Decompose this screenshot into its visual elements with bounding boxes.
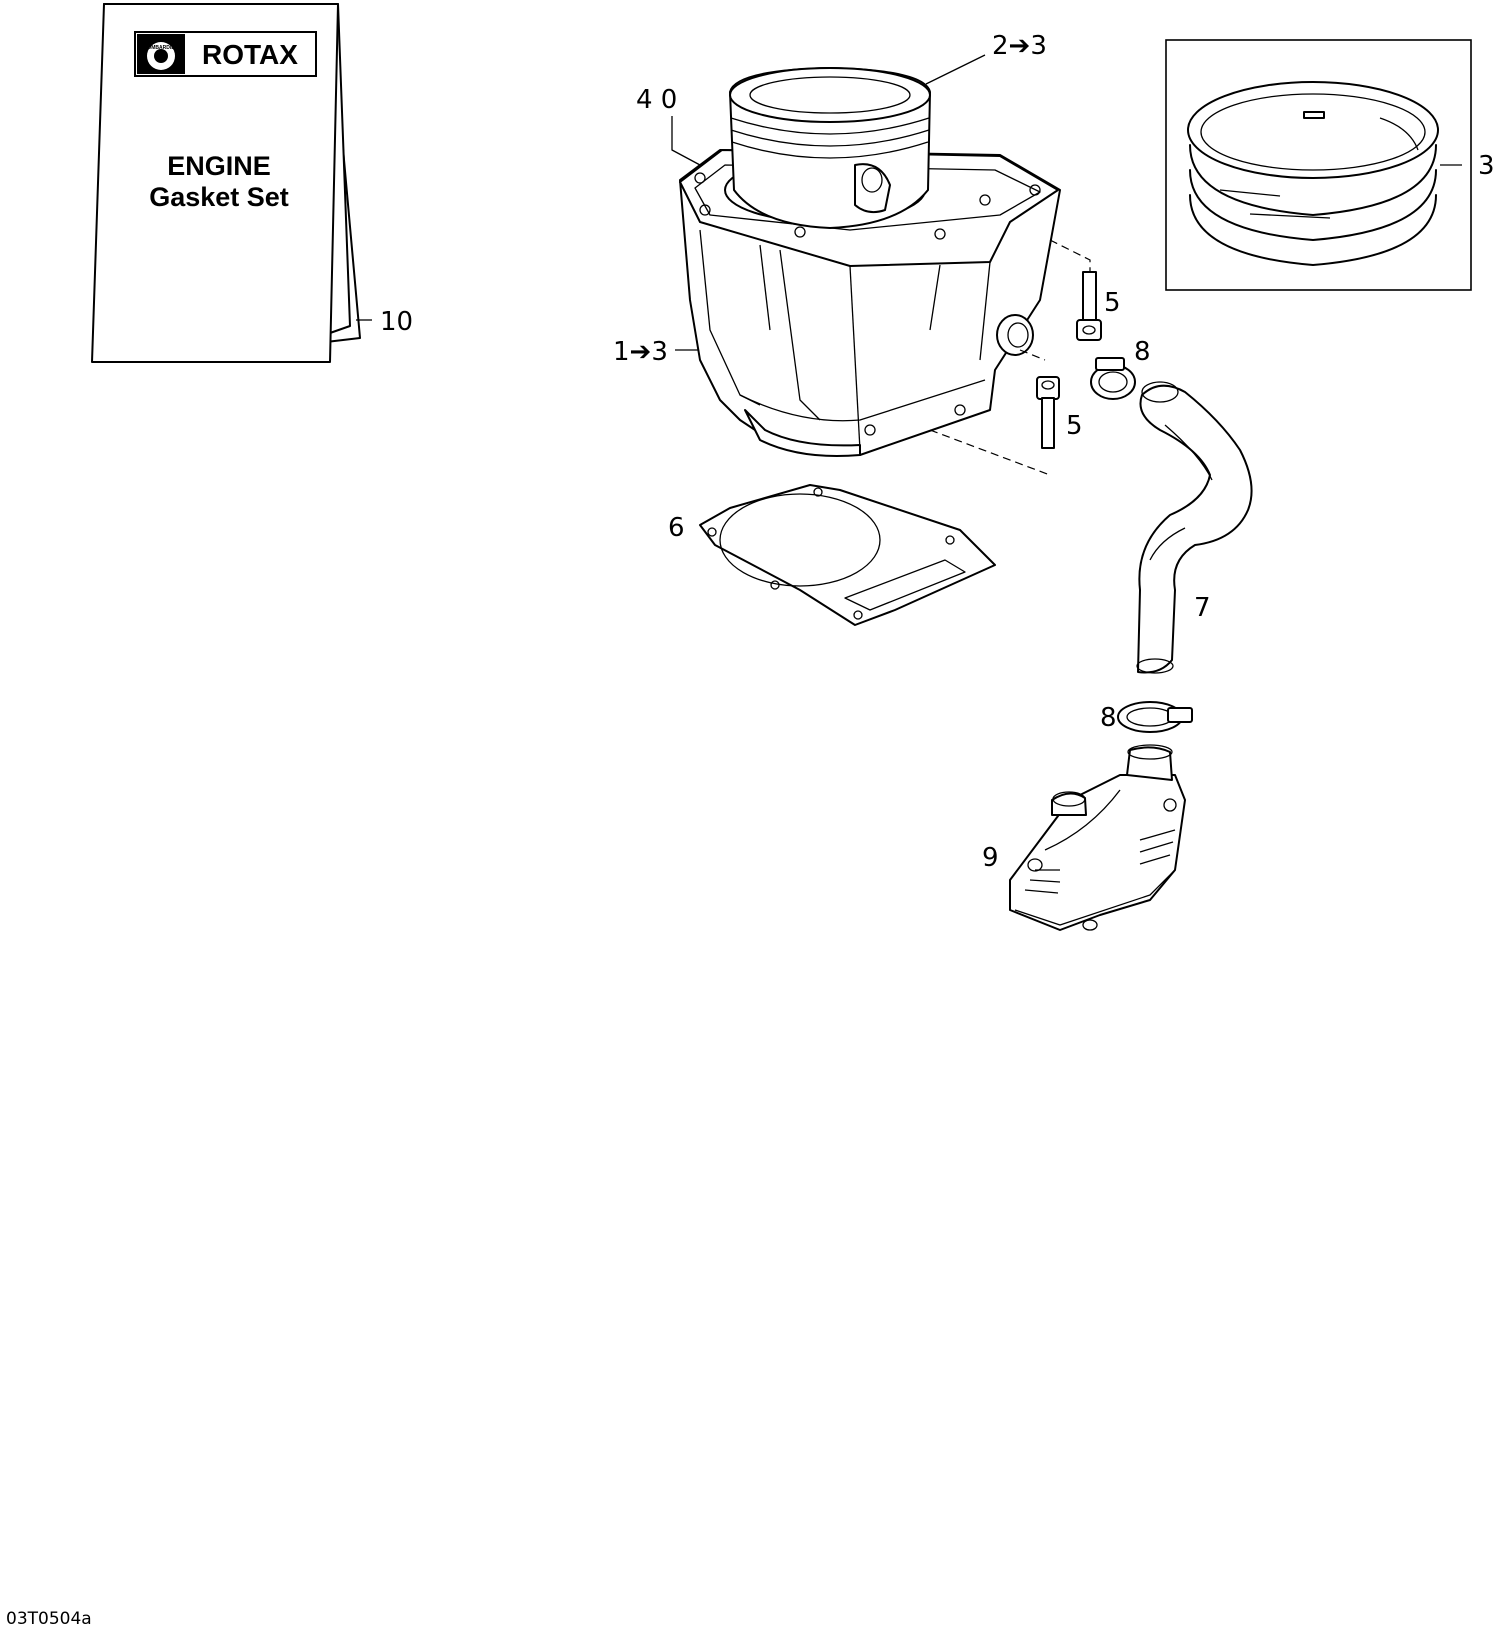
figure-code: 03T0504a <box>6 1609 92 1629</box>
manual-title-line2: Gasket Set <box>149 182 289 212</box>
callout-10: 10 <box>380 307 413 337</box>
clamp-upper: 8 <box>1090 337 1151 400</box>
callout-6: 6 <box>668 513 685 543</box>
callout-2-3: 2➔3 <box>992 31 1047 61</box>
logo-word: ROTAX <box>202 39 298 70</box>
coolant-hose: 7 <box>1136 381 1253 674</box>
callout-9: 9 <box>982 843 999 873</box>
screw-lower: 5 <box>1036 376 1083 449</box>
clamp-lower: 8 <box>1100 701 1193 733</box>
callout-5-lower: 5 <box>1066 411 1083 441</box>
callout-7: 7 <box>1194 593 1211 623</box>
piston-rings-inset: 3 <box>1165 39 1495 291</box>
callout-4-0: 4 0 <box>636 85 677 115</box>
water-pump-housing: 9 <box>982 744 1186 931</box>
rotax-logo: BOMBARDIER ROTAX <box>134 31 317 77</box>
callout-5-upper: 5 <box>1104 288 1121 318</box>
callout-8-upper: 8 <box>1134 337 1151 367</box>
manual-title-line1: ENGINE <box>167 151 271 181</box>
callout-3-inset: 3 <box>1478 151 1495 181</box>
screw-upper: 5 <box>1076 271 1121 341</box>
cylinder-assembly: 4 0 2➔3 1➔3 <box>613 31 1061 457</box>
callout-1-3: 1➔3 <box>613 337 668 367</box>
callout-8-lower: 8 <box>1100 703 1117 733</box>
logo-emblem-text: BOMBARDIER <box>144 45 179 51</box>
gasket-set-manual: BOMBARDIER ROTAX ENGINE Gasket Set 10 <box>91 3 413 363</box>
base-gasket: 6 <box>668 484 996 626</box>
